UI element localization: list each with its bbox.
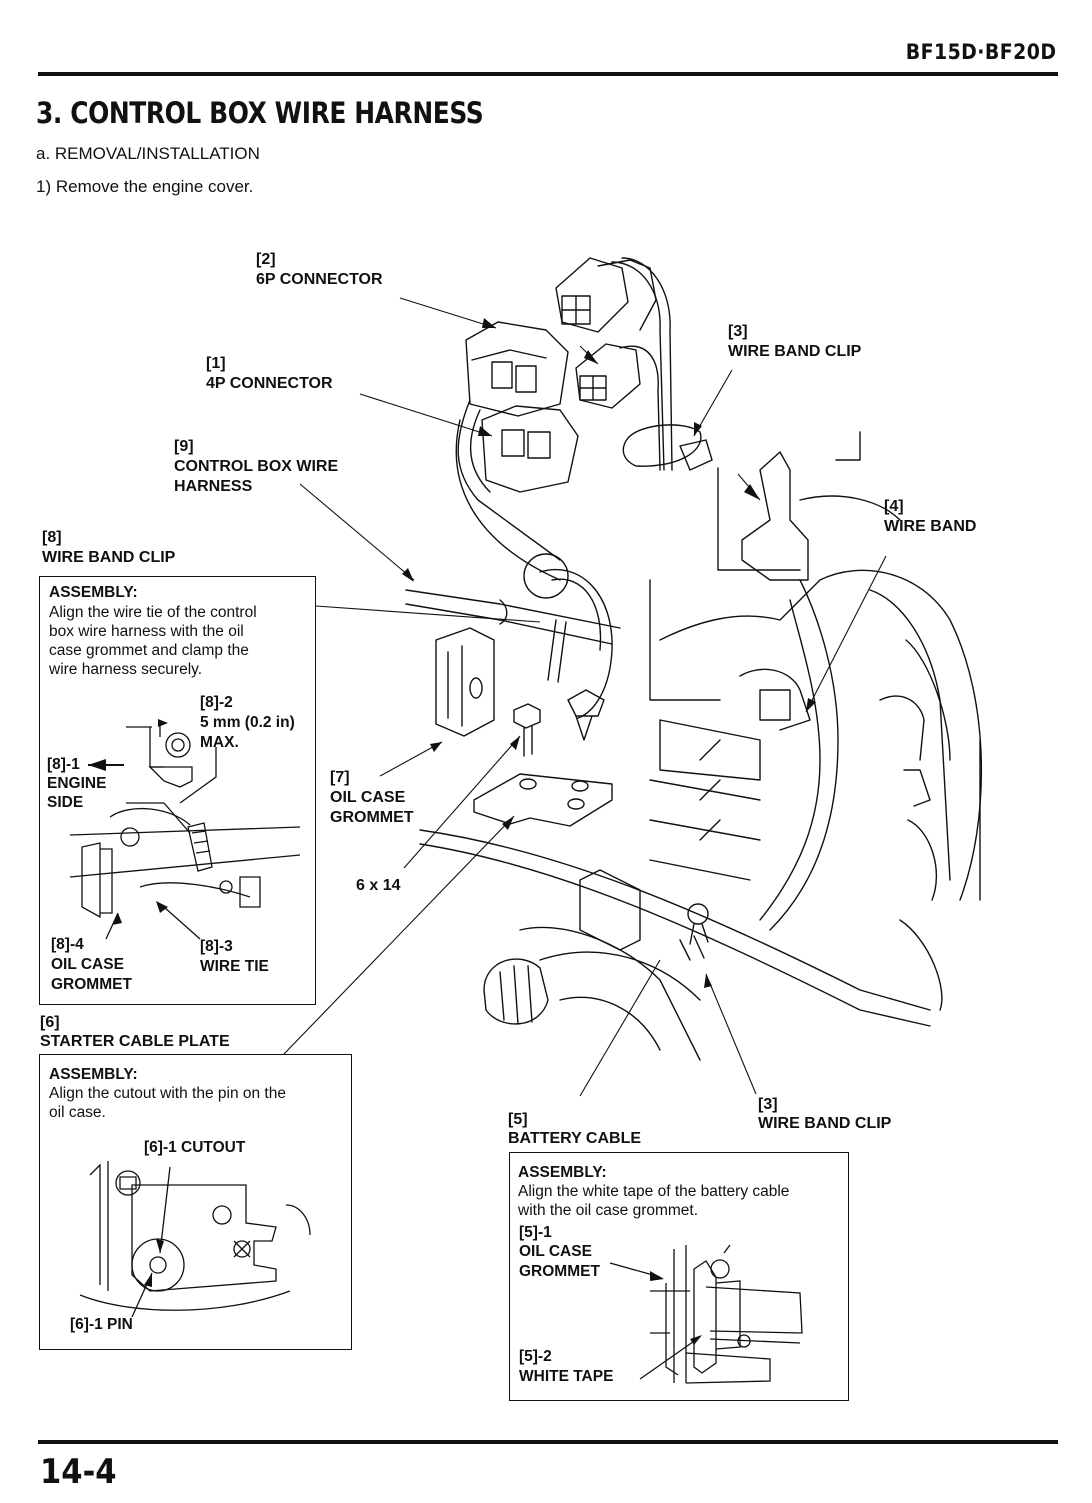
white-tape-detail-drawing bbox=[609, 1244, 803, 1384]
6p-connector-drawing bbox=[555, 257, 673, 471]
label-wire-band-clip-8: WIRE BAND CLIP bbox=[42, 549, 176, 566]
detail-label-wire-tie: WIRE TIE bbox=[200, 958, 269, 975]
detail-label-white-tape: WHITE TAPE bbox=[519, 1368, 614, 1385]
label-control-box-harness-1: CONTROL BOX WIRE bbox=[174, 458, 339, 475]
harness-tube-drawing bbox=[405, 553, 621, 719]
label-battery-cable-num: [5] bbox=[508, 1111, 528, 1128]
detail-label-num: [5]-1 bbox=[519, 1224, 552, 1241]
label-4p-connector: 4P CONNECTOR bbox=[206, 375, 333, 392]
connector-b-drawing bbox=[575, 343, 661, 471]
label-wire-band-clip-upper-num: [3] bbox=[728, 323, 748, 340]
plate-cutout-detail-drawing bbox=[79, 1161, 311, 1318]
label-4p-connector-num: [1] bbox=[206, 355, 226, 372]
label-wire-band-clip-8-num: [8] bbox=[42, 529, 62, 546]
detail-label-oil-case: OIL CASE bbox=[519, 1243, 592, 1260]
detail-label-num: [8]-4 bbox=[51, 936, 84, 953]
assembly-box-battery-cable: ASSEMBLY: Align the white tape of the ba… bbox=[509, 1152, 849, 1401]
detail-label-grommet: GROMMET bbox=[51, 976, 132, 993]
label-control-box-harness-2: HARNESS bbox=[174, 478, 253, 495]
page-number: 14-4 bbox=[40, 1452, 117, 1492]
detail-label-dimension: 5 mm (0.2 in) bbox=[200, 714, 295, 731]
step-1: 1) Remove the engine cover. bbox=[36, 177, 254, 196]
assembly-line: box wire harness with the oil bbox=[49, 623, 244, 640]
assembly-line: Align the white tape of the battery cabl… bbox=[518, 1183, 790, 1200]
assembly-box-wire-band-clip: ASSEMBLY: Align the wire tie of the cont… bbox=[39, 576, 316, 1005]
detail-label-num: [5]-2 bbox=[519, 1348, 552, 1365]
battery-cable-drawing bbox=[419, 829, 931, 1061]
label-starter-cable-plate: STARTER CABLE PLATE bbox=[40, 1033, 230, 1050]
assembly-heading: ASSEMBLY: bbox=[49, 1066, 138, 1083]
detail-label-cutout: [6]-1 CUTOUT bbox=[144, 1139, 246, 1156]
label-6p-connector-num: [2] bbox=[256, 251, 276, 268]
assembly-heading: ASSEMBLY: bbox=[49, 584, 138, 601]
detail-label-num: [8]-2 bbox=[200, 694, 233, 711]
starter-plate-drawing bbox=[473, 773, 613, 827]
label-wire-band-num: [4] bbox=[884, 498, 904, 515]
header-rule bbox=[38, 72, 1058, 76]
assembly-line: case grommet and clamp the bbox=[49, 642, 249, 659]
grommet-drawing bbox=[435, 627, 495, 737]
label-oil-case-grommet-1: OIL CASE bbox=[330, 789, 406, 806]
label-wire-band: WIRE BAND bbox=[884, 518, 977, 535]
label-bolt-size: 6 x 14 bbox=[356, 877, 401, 894]
bolt-drawing bbox=[513, 689, 605, 757]
label-6p-connector: 6P CONNECTOR bbox=[256, 271, 383, 288]
bracket-drawing bbox=[717, 431, 901, 581]
engine-body-drawing bbox=[649, 569, 983, 1011]
label-battery-cable: BATTERY CABLE bbox=[508, 1130, 642, 1147]
section-subtitle: a. REMOVAL/INSTALLATION bbox=[36, 144, 260, 163]
detail-label-engine: ENGINE bbox=[47, 775, 107, 792]
label-control-box-harness-num: [9] bbox=[174, 438, 194, 455]
knob-drawing bbox=[483, 951, 701, 1051]
assembly-line: oil case. bbox=[49, 1104, 106, 1121]
wire-tie-detail-drawing bbox=[69, 719, 301, 940]
assembly-line: wire harness securely. bbox=[49, 661, 203, 678]
detail-label-side: SIDE bbox=[47, 794, 84, 811]
detail-label-pin: [6]-1 PIN bbox=[70, 1316, 133, 1333]
detail-label-num: [8]-3 bbox=[200, 938, 233, 955]
model-header: BF15D·BF20D bbox=[905, 40, 1056, 64]
label-oil-case-grommet-2: GROMMET bbox=[330, 809, 414, 826]
assembly-box-starter-cable-plate: ASSEMBLY: Align the cutout with the pin … bbox=[39, 1054, 352, 1350]
label-wire-band-clip-upper: WIRE BAND CLIP bbox=[728, 343, 862, 360]
detail-label-oil-case: OIL CASE bbox=[51, 956, 124, 973]
detail-label-num: [8]-1 bbox=[47, 756, 80, 773]
label-starter-cable-plate-num: [6] bbox=[40, 1014, 60, 1031]
assembly-line: with the oil case grommet. bbox=[518, 1202, 699, 1219]
footer-rule bbox=[38, 1440, 1058, 1444]
detail-label-grommet: GROMMET bbox=[519, 1263, 600, 1280]
label-wire-band-clip-lower: WIRE BAND CLIP bbox=[758, 1115, 892, 1132]
section-title: 3. CONTROL BOX WIRE HARNESS bbox=[36, 96, 484, 130]
label-oil-case-grommet-num: [7] bbox=[330, 769, 350, 786]
assembly-line: Align the wire tie of the control bbox=[49, 604, 257, 621]
label-wire-band-clip-lower-num: [3] bbox=[758, 1096, 778, 1113]
detail-label-max: MAX. bbox=[200, 734, 239, 751]
assembly-line: Align the cutout with the pin on the bbox=[49, 1085, 286, 1102]
wire-band-clip-upper-drawing bbox=[622, 424, 713, 471]
4p-connector-drawing bbox=[455, 321, 579, 581]
assembly-heading: ASSEMBLY: bbox=[518, 1164, 607, 1181]
